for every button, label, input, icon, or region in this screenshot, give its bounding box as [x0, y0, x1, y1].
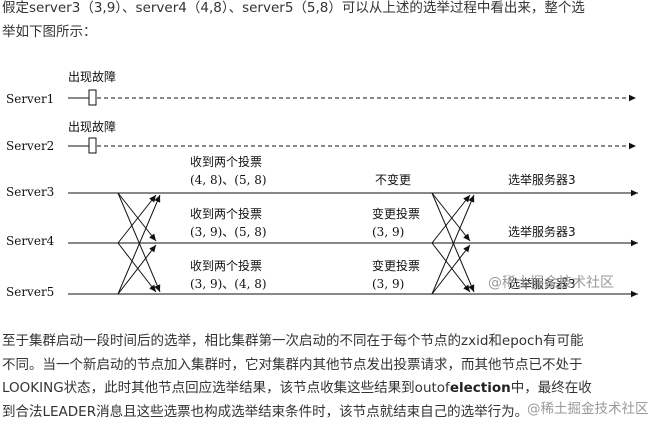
intro-line-1: 假定server3（3,9）、server4（4,8）、server5（5,8）…: [2, 0, 585, 16]
server1-fault-label: 出现故障: [68, 69, 116, 84]
footer-watermark: @稀土掘金技术社区: [527, 401, 649, 417]
vote-arrow-s4-s3: [117, 194, 157, 244]
server4-received-title: 收到两个投票: [190, 206, 262, 221]
second-round-vote-arrows: [431, 192, 475, 295]
vote-arrow-2-s3-s4: [431, 192, 471, 242]
vote-arrow-s5-s4: [117, 244, 157, 295]
server5-change-vote: (3, 9): [372, 277, 404, 291]
server2-label: Server2: [6, 139, 54, 153]
server2-fault-label: 出现故障: [68, 119, 116, 134]
body-line-3-end: 中，最终在收: [510, 380, 592, 396]
server5-received-votes: (3, 9)、(4, 8): [190, 277, 267, 291]
intro-paragraph: 假定server3（3,9）、server4（4,8）、server5（5,8）…: [2, 0, 662, 44]
vote-arrow-s4-s5: [117, 242, 157, 293]
server4-elect-label: 选举服务器3: [508, 224, 576, 239]
body-line-3-bold: election: [449, 380, 511, 396]
body-paragraph: 至于集群启动一段时间后的选举，相比集群第一次启动的不同在于每个节点的zxid和e…: [2, 330, 664, 424]
vote-arrow-2-s5-s4: [431, 244, 471, 295]
server5-elect-label: 选举服务器3: [508, 276, 576, 291]
body-line-2: 不同。当一个新启动的节点加入集群时，它对集群内其他节点发出投票请求，而其他节点已…: [2, 356, 583, 373]
vote-arrow-s3-s5: [117, 192, 161, 293]
server4-change-vote: (3, 9): [372, 225, 404, 239]
body-line-4: 到合法LEADER消息且这些选票也构成选举结束条件时，该节点就结束自己的选举行为…: [2, 403, 529, 420]
server5-label: Server5: [6, 285, 54, 299]
vote-arrow-2-s4-s5: [431, 242, 471, 293]
vote-arrow-s3-s4: [117, 192, 157, 242]
server4-label: Server4: [6, 234, 55, 248]
server5-change-title: 变更投票: [372, 258, 420, 273]
server3-label: Server3: [6, 185, 54, 199]
server1-fault-marker: [88, 89, 97, 106]
server4-change-title: 变更投票: [372, 206, 420, 221]
server3-no-change: 不变更: [375, 172, 411, 187]
server2-fault-marker: [88, 137, 97, 154]
server5-received-title: 收到两个投票: [190, 258, 262, 273]
server1-label: Server1: [6, 92, 54, 106]
body-line-3-start: LOOKING状态，此时其他节点回应选举结果，该节点收集这些结果到outof: [2, 380, 450, 396]
diagram-watermark: @稀土掘金技术社区: [488, 275, 614, 291]
server4-received-votes: (3, 9)、(5, 8): [190, 225, 267, 239]
server3-received-title: 收到两个投票: [190, 154, 262, 169]
server3-received-votes: (4, 8)、(5, 8): [190, 173, 267, 187]
body-line-1: 至于集群启动一段时间后的选举，相比集群第一次启动的不同在于每个节点的zxid和e…: [2, 333, 584, 349]
vote-arrow-2-s4-s3: [431, 194, 471, 244]
election-diagram: Server1 Server2 Server3 Server4 Server5 …: [6, 69, 638, 299]
vote-arrow-2-s5-s3: [431, 194, 475, 295]
server3-elect-label: 选举服务器3: [508, 172, 576, 187]
intro-line-2: 举如下图所示：: [2, 23, 97, 40]
vote-arrow-s5-s3: [117, 194, 161, 295]
first-round-vote-arrows: [117, 192, 161, 295]
vote-arrow-2-s3-s5: [431, 192, 475, 293]
